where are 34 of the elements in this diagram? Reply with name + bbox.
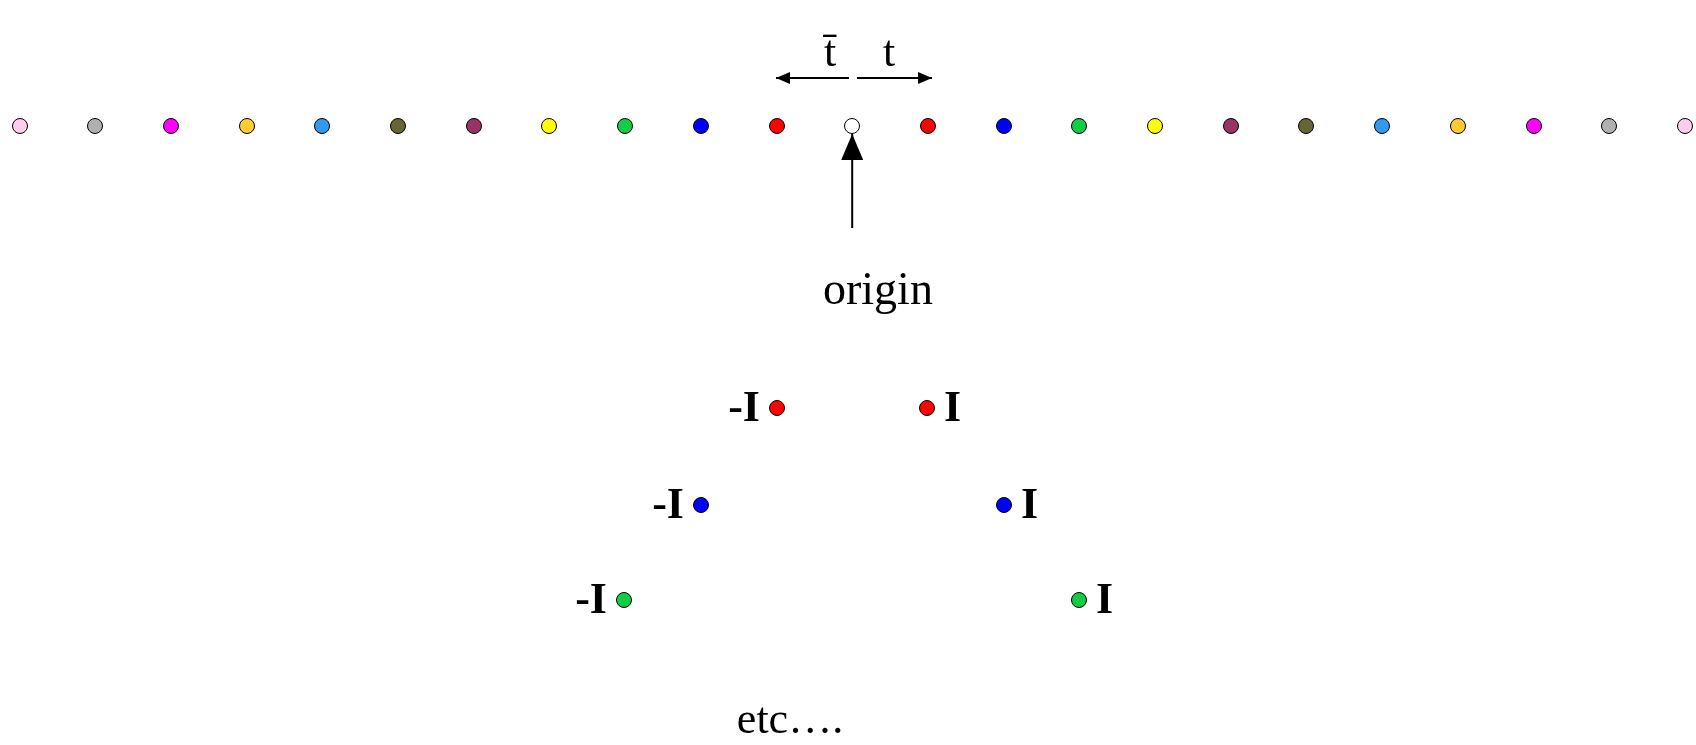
dot-label: -I — [575, 577, 607, 622]
dot — [1147, 118, 1163, 134]
dot — [919, 118, 936, 134]
dot-label: -I — [728, 385, 760, 430]
origin-label: origin — [823, 228, 933, 315]
dot — [1601, 118, 1618, 134]
dot — [238, 118, 255, 134]
step-label: t — [882, 30, 896, 74]
note: etc…. — [736, 697, 844, 741]
arrow — [841, 133, 864, 229]
dot — [1676, 118, 1693, 134]
dot-label: I — [944, 385, 962, 430]
dot — [390, 118, 406, 134]
dot — [1071, 118, 1088, 134]
dot — [541, 118, 558, 134]
dot — [11, 118, 28, 134]
dot-label: I — [1096, 577, 1114, 622]
step-label: t̄ — [823, 30, 837, 74]
dot — [768, 118, 785, 134]
dot — [1222, 118, 1239, 134]
dot-label: -I — [652, 482, 684, 527]
dot-label: I — [1021, 482, 1039, 527]
dot — [1525, 118, 1542, 134]
dot — [87, 118, 104, 134]
dot — [995, 118, 1012, 134]
dot — [1374, 118, 1391, 134]
dot — [617, 118, 634, 134]
dot — [162, 118, 179, 134]
dot — [465, 118, 482, 134]
dot — [844, 118, 861, 134]
dot — [1449, 118, 1466, 134]
dot — [1298, 118, 1315, 134]
dot — [314, 118, 331, 134]
dot — [692, 118, 709, 134]
